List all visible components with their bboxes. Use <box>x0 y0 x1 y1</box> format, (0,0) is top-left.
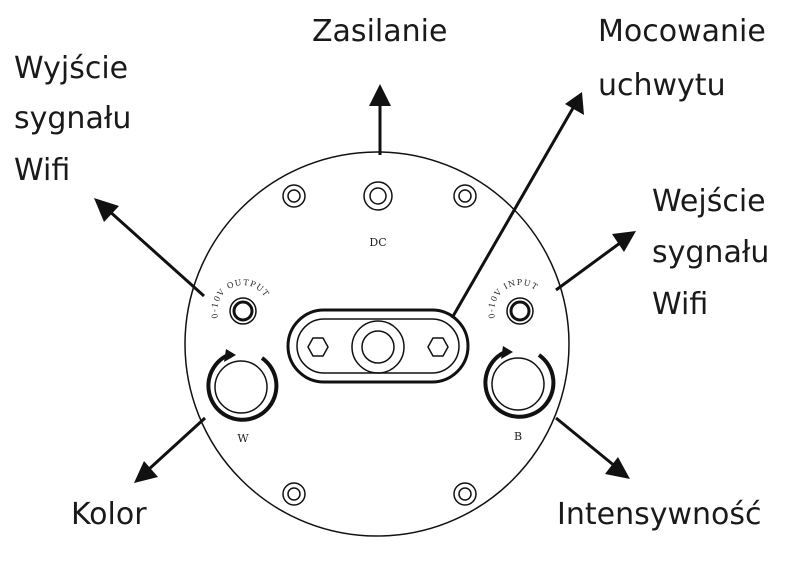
arrow-power <box>369 84 391 155</box>
hex-nut-left <box>307 337 329 357</box>
input-port-label: 0-10V INPUT <box>487 278 540 319</box>
label-wifi-in-line1: Wejście <box>652 184 766 219</box>
label-mount-line1: Mocowanie <box>598 14 766 49</box>
label-mount-line2: uchwytu <box>598 68 726 103</box>
input-port <box>506 297 534 325</box>
dc-power-port <box>363 181 393 211</box>
label-wifi-in-line3: Wifi <box>652 287 708 322</box>
label-wifi-out-line1: Wyjście <box>14 51 128 86</box>
knob-b-label: B <box>514 430 522 443</box>
screw-hole-bottom-left <box>282 482 306 506</box>
output-port <box>229 297 257 325</box>
knob-w <box>206 349 279 422</box>
mount-center-bolt <box>351 320 405 374</box>
arrow-wifi-in <box>555 231 636 292</box>
arrow-color <box>134 416 207 483</box>
arrow-intensity <box>555 416 630 479</box>
label-power: Zasilanie <box>312 14 447 49</box>
knob-w-label: W <box>237 432 249 445</box>
screw-hole-top-left <box>282 184 306 208</box>
device-housing <box>184 151 570 537</box>
arrow-mount <box>450 92 584 319</box>
knob-b <box>483 346 556 419</box>
hex-nut-right <box>427 337 449 357</box>
label-intensity: Intensywność <box>557 497 762 532</box>
label-wifi-out-line2: sygnału <box>14 101 131 136</box>
label-wifi-out-line3: Wifi <box>14 153 70 188</box>
label-color: Kolor <box>71 497 147 532</box>
arrow-wifi-out <box>94 198 206 298</box>
screw-hole-bottom-right <box>453 482 477 506</box>
screw-hole-top-right <box>453 184 477 208</box>
dc-port-label: DC <box>369 236 386 249</box>
mount-bracket <box>286 308 470 384</box>
label-wifi-in-line2: sygnału <box>652 235 769 270</box>
